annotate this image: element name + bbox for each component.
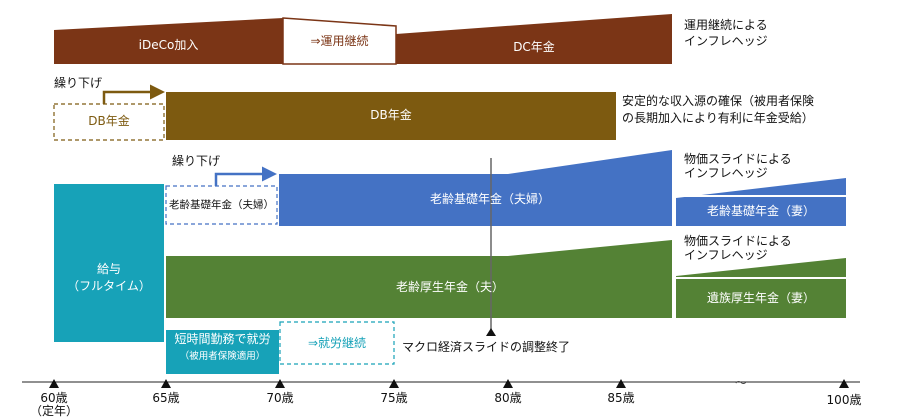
tick-marker-80 <box>503 379 513 388</box>
basic-pension-label: 老齢基礎年金（夫婦） <box>429 192 550 206</box>
basic-wife-label: 老齢基礎年金（妻） <box>706 204 815 218</box>
salary-fulltime-block <box>54 184 164 342</box>
macro-slide-marker <box>486 328 496 336</box>
db-pension-label: DB年金 <box>370 108 412 122</box>
tick-marker-60 <box>49 379 59 388</box>
tick-marker-100 <box>839 379 849 388</box>
db-defer-label: 繰り下げ <box>54 76 103 90</box>
employee-note-line1: 物価スライドによる <box>684 234 792 248</box>
work-continue-box <box>279 321 395 365</box>
ideco-note-line1: 運用継続による <box>684 18 768 32</box>
ideco-continue-label: ⇒運用継続 <box>310 34 369 48</box>
short-time-label-line2: （被用者保険適用） <box>179 351 266 362</box>
db-dashed-label: DB年金 <box>88 114 130 128</box>
short-time-label-line1: 短時間勤務で就労 <box>174 332 271 346</box>
ideco-bar <box>54 18 283 64</box>
basic-pension-bar <box>279 150 672 226</box>
employee-note-line2: インフレヘッジ <box>684 248 768 262</box>
survivor-pension-bar <box>676 258 846 318</box>
tick-marker-70 <box>275 379 285 388</box>
employee-pension-label: 老齢厚生年金（夫） <box>395 280 504 294</box>
work-continue-label: ⇒就労継続 <box>307 336 367 350</box>
tick-label-65: 65歳 <box>152 391 180 405</box>
tick-label-100: 100歳 <box>826 393 862 407</box>
salary-label-line2: （フルタイム） <box>67 279 151 293</box>
tick-marker-85 <box>616 379 626 388</box>
dc-pension-label: DC年金 <box>513 40 555 54</box>
tick-sublabel-60: （定年） <box>29 404 78 418</box>
tick-marker-75 <box>389 379 399 388</box>
db-note-line2: の長期加入により有利に年金受給） <box>622 111 814 125</box>
axis-gap-symbol: ～ <box>735 376 748 390</box>
basic-dashed-box <box>165 185 278 225</box>
macro-slide-label: マクロ経済スライドの調整終了 <box>402 340 571 354</box>
db-defer-arrow <box>102 84 165 104</box>
dc-pension-bar <box>396 14 672 64</box>
basic-note-line2: インフレヘッジ <box>684 166 768 180</box>
salary-label-line1: 給与 <box>96 262 121 276</box>
tick-label-60: 60歳 <box>40 391 68 405</box>
db-pension-bar <box>166 92 616 140</box>
tick-label-70: 70歳 <box>266 391 294 405</box>
basic-dashed-label: 老齢基礎年金（夫婦） <box>169 199 274 211</box>
ideco-bar-label: iDeCo加入 <box>138 38 199 52</box>
basic-pension-wife-bar <box>676 178 846 226</box>
survivor-pension-label: 遺族厚生年金（妻） <box>706 291 815 305</box>
tick-label-85: 85歳 <box>607 391 635 405</box>
basic-defer-arrow <box>214 166 277 186</box>
axis-tick-markers <box>49 379 849 388</box>
ideco-note-line2: インフレヘッジ <box>684 34 768 48</box>
short-time-work-block <box>166 330 279 374</box>
tick-label-75: 75歳 <box>380 391 408 405</box>
basic-defer-label: 繰り下げ <box>172 154 221 168</box>
basic-note-line1: 物価スライドによる <box>684 152 792 166</box>
employee-pension-bar <box>166 240 672 318</box>
tick-label-80: 80歳 <box>494 391 522 405</box>
db-dashed-box <box>53 103 165 141</box>
db-note-line1: 安定的な収入源の確保（被用者保険 <box>622 94 815 108</box>
tick-marker-65 <box>161 379 171 388</box>
